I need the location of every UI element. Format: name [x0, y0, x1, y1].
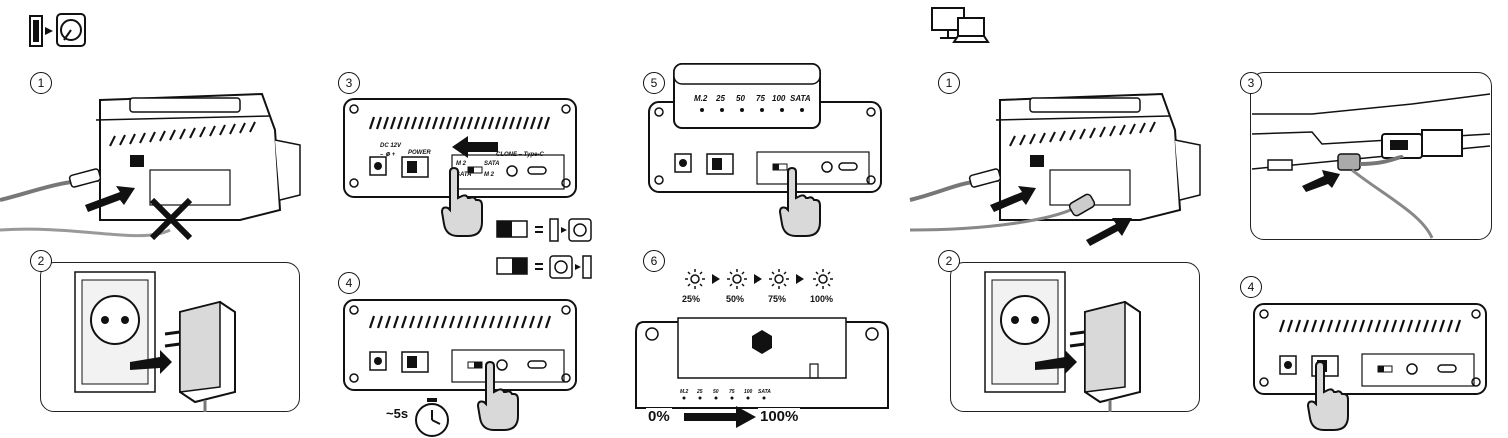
percent-100: 100%	[810, 294, 834, 304]
dc-label: DC 12V	[380, 143, 402, 149]
front-led-m2: M.2	[680, 389, 689, 395]
front-led-75: 75	[729, 389, 735, 395]
computer-mode-icon	[931, 7, 990, 43]
led-label-m2: M.2	[694, 94, 708, 103]
hand-pointer-icon	[1306, 360, 1349, 431]
pc-step-4-badge: 4	[1240, 276, 1262, 298]
step-5-badge: 5	[643, 72, 665, 94]
laptop-usb-illustration	[1251, 93, 1491, 239]
front-led-25: 25	[697, 389, 703, 395]
front-led-100: 100	[744, 389, 753, 395]
dock-front-view	[635, 317, 889, 409]
dock-rear-panel-pc-step4	[1253, 303, 1487, 395]
progress-start: 0%	[646, 408, 672, 425]
led-label-75: 75	[756, 94, 765, 103]
percent-25: 25%	[682, 294, 701, 304]
arrow-icon	[452, 136, 498, 158]
led-label-sata: SATA	[790, 94, 811, 103]
progress-end: 100%	[758, 408, 801, 425]
percent-75: 75%	[768, 294, 787, 304]
sun-led-icon	[769, 269, 789, 289]
sun-led-icon	[685, 269, 705, 289]
step-6-badge: 6	[643, 250, 665, 272]
pc-step-3-badge: 3	[1240, 72, 1262, 94]
led-label-50: 50	[736, 94, 745, 103]
hand-pointer-icon	[778, 166, 821, 237]
switch-legend-clone	[496, 218, 592, 242]
wall-socket-illustration	[74, 271, 236, 412]
progress-arrow-icon	[684, 406, 756, 428]
sun-led-icon	[813, 269, 833, 289]
switch-bottom-left: SATA	[456, 172, 472, 178]
dock-rear-panel-step4	[343, 299, 577, 391]
pc-step-2-badge: 2	[938, 250, 960, 272]
dock-perspective-illustration	[0, 92, 301, 241]
power-label: POWER	[408, 150, 431, 156]
arrow-icon	[712, 274, 720, 284]
clone-mode-icon	[29, 13, 86, 47]
pc-step-1-badge: 1	[938, 72, 960, 94]
step-4-badge: 4	[338, 272, 360, 294]
switch-bottom-right: M 2	[484, 172, 495, 178]
switch-legend-reverse	[496, 255, 592, 279]
timer-icon	[415, 398, 449, 437]
clone-label: CLONE – Type-C	[496, 152, 544, 158]
sun-led-icon	[727, 269, 747, 289]
switch-top-right: SATA	[484, 161, 500, 167]
wall-socket-illustration	[984, 271, 1141, 412]
step-3-badge: 3	[338, 72, 360, 94]
front-led-50: 50	[713, 389, 719, 395]
arrow-icon	[754, 274, 762, 284]
led-label-100: 100	[772, 94, 786, 103]
led-label-25: 25	[716, 94, 725, 103]
hold-time-label: ~5s	[386, 406, 409, 421]
dock-perspective-usb-illustration	[909, 92, 1201, 246]
front-led-sata: SATA	[758, 389, 771, 395]
led-zoom-callout	[673, 63, 821, 129]
percent-50: 50%	[726, 294, 745, 304]
arrow-icon	[796, 274, 804, 284]
hand-pointer-icon	[476, 360, 519, 431]
dc-polarity: – ⊕ +	[380, 152, 396, 158]
hand-pointer-icon	[440, 166, 483, 237]
step-2-badge: 2	[30, 250, 52, 272]
step-1-badge: 1	[30, 72, 52, 94]
switch-top-left: M 2	[456, 161, 467, 167]
